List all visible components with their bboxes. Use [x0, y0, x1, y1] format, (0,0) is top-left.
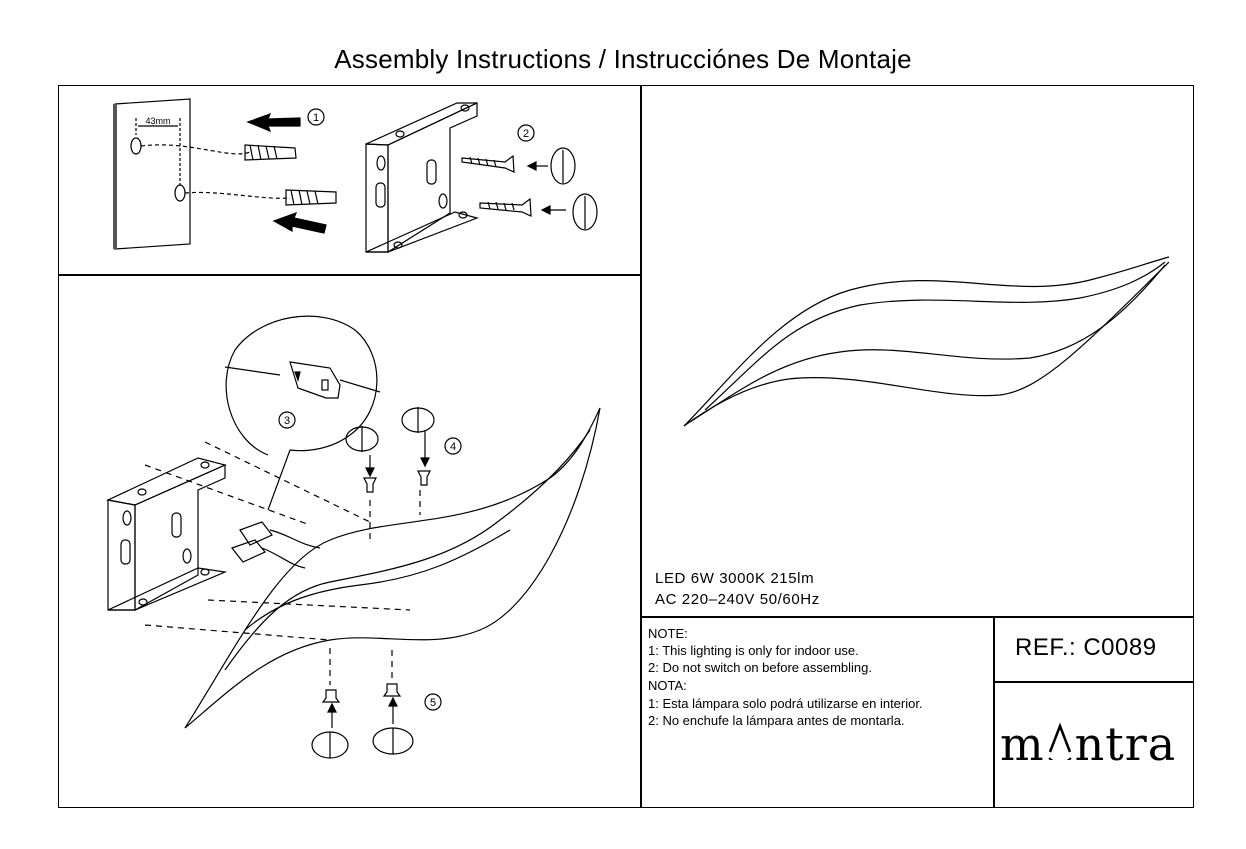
step-5-label: 5 — [430, 697, 436, 709]
note-heading: NOTE: — [648, 626, 688, 641]
nota-enchufe: 2: No enchufe la lámpara antes de montar… — [648, 713, 905, 728]
bracket-screws-diagram — [365, 102, 598, 254]
reference-code: REF.: C0089 — [1015, 634, 1157, 661]
wall-drilling-diagram — [113, 98, 337, 250]
note-switch: 2: Do not switch on before assembling. — [648, 660, 873, 675]
step-3-label: 3 — [284, 415, 290, 427]
nota-heading: NOTA: — [648, 678, 687, 693]
lamp-product-view — [683, 256, 1170, 427]
nota-interior: 1: Esta lámpara solo podrá utilizarse en… — [648, 696, 923, 711]
divider-right-horizontal — [640, 616, 1194, 618]
divider-left-horizontal — [58, 274, 641, 276]
brand-logo-right: ntra — [1074, 717, 1177, 771]
page-title: Assembly Instructions / Instrucciónes De… — [334, 44, 912, 74]
connector-detail-diagram — [224, 315, 381, 511]
divider-ref-vertical — [993, 616, 995, 808]
instruction-frame — [58, 85, 1194, 808]
divider-vertical-main — [640, 85, 642, 808]
spec-voltage: AC 220–240V 50/60Hz — [655, 591, 820, 608]
spec-power: LED 6W 3000K 215lm — [655, 570, 815, 587]
step-4-label: 4 — [450, 441, 456, 453]
divider-ref-horizontal — [993, 681, 1194, 683]
brand-logo-left: m — [1000, 717, 1045, 771]
lamp-mounting-diagram — [106, 407, 601, 759]
step-2-label: 2 — [523, 128, 529, 140]
dimension-label: 43mm — [145, 116, 170, 126]
step-1-label: 1 — [313, 112, 319, 124]
brand-logo-mark — [1045, 714, 1075, 771]
note-indoor: 1: This lighting is only for indoor use. — [648, 643, 859, 658]
